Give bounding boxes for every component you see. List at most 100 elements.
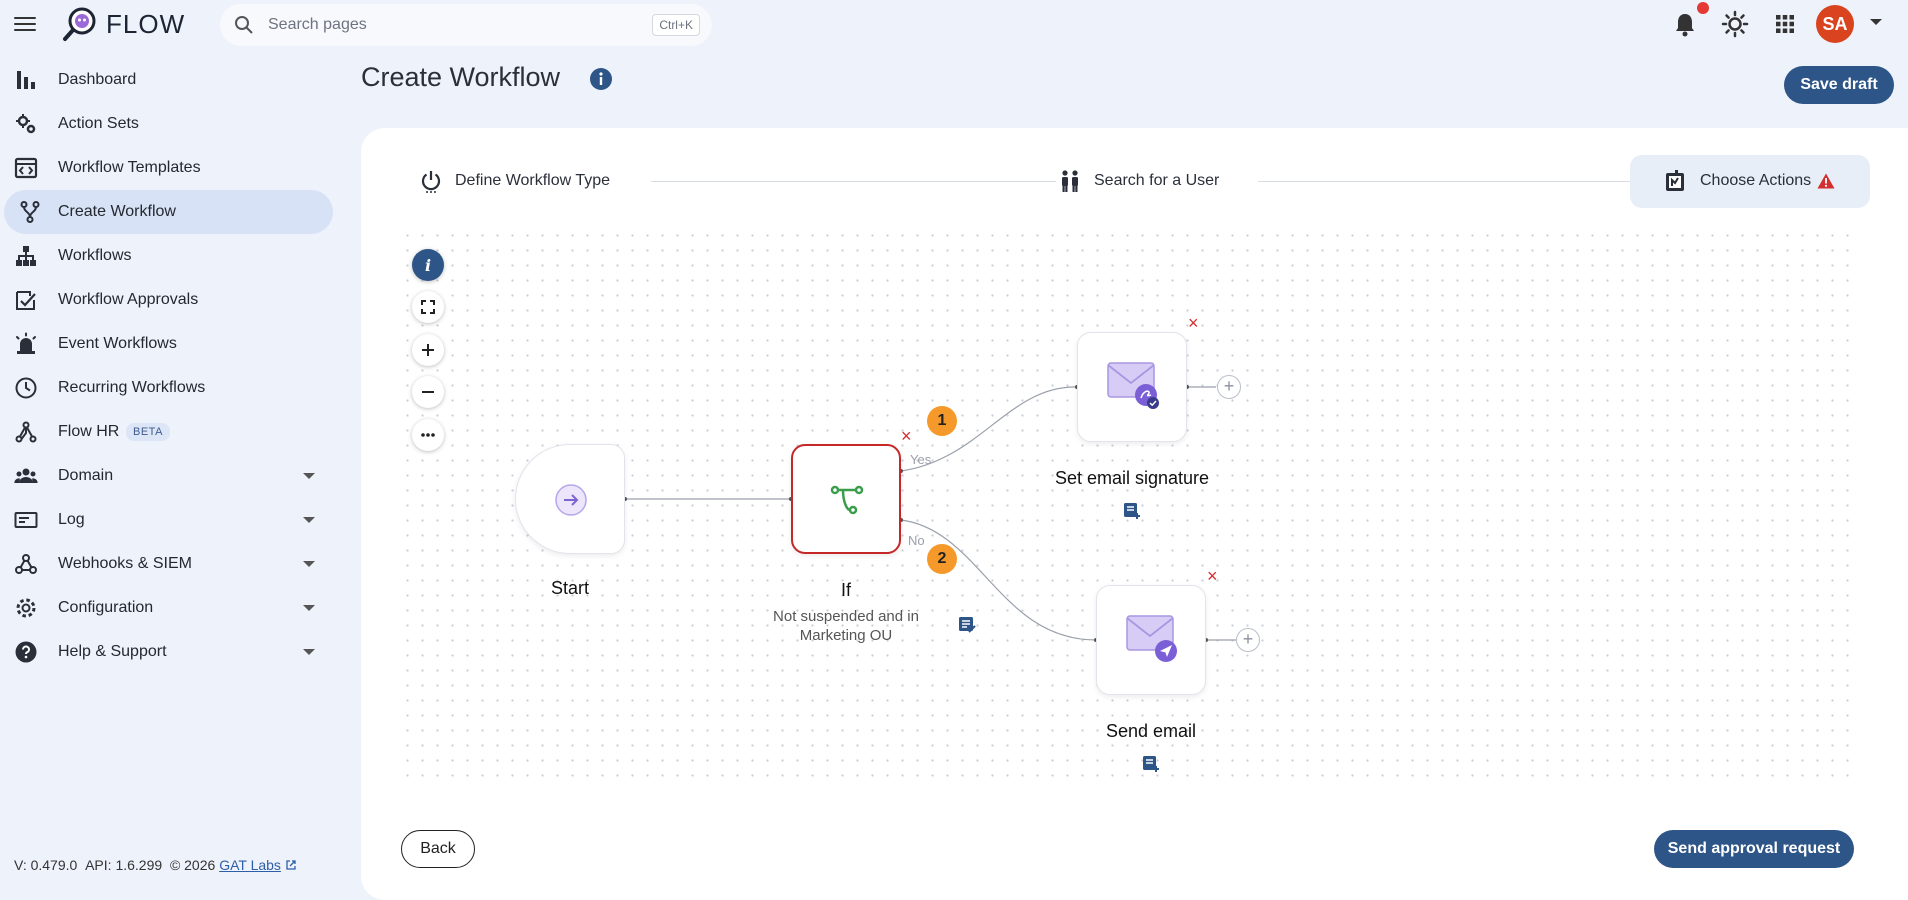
user-avatar[interactable]: SA [1816,5,1854,43]
step-choose-actions[interactable]: Choose Actions [1664,169,1835,193]
bell-icon[interactable] [1671,10,1699,38]
set-email-signature-node[interactable] [1077,332,1187,442]
sidebar-item-label: Flow HR [58,423,120,440]
chevron-down-icon[interactable] [303,517,315,523]
save-draft-button[interactable]: Save draft [1784,66,1894,104]
warning-icon [1817,173,1835,189]
sidebar-item-label: Action Sets [58,115,139,132]
beta-badge: BETA [126,423,170,441]
arrow-right-circle-icon [555,484,587,516]
alarm-icon [16,332,36,354]
send-email-label: Send email [1105,721,1197,741]
zoom-out-button[interactable] [412,376,444,408]
sidebar-item-label: Help & Support [58,643,167,660]
people-icon [14,468,38,483]
start-node[interactable] [515,444,625,554]
condition-branch-icon [830,485,864,515]
help-icon [15,641,37,663]
add-note-icon[interactable] [1142,755,1160,773]
more-horizontal-icon [421,433,435,437]
search-bar[interactable]: Search pages Ctrl+K [220,4,712,46]
sidebar-item-label: Event Workflows [58,335,177,352]
add-after-signature-button[interactable]: + [1217,375,1241,399]
sidebar-item-label: Dashboard [58,71,137,88]
sidebar-item-configuration[interactable]: Configuration [0,586,333,630]
chevron-down-icon[interactable] [303,561,315,567]
sidebar-item-label: Workflow Approvals [58,291,199,308]
external-link-icon[interactable] [285,859,297,871]
actions-icon [1666,170,1684,191]
search-icon [235,16,253,34]
sidebar-item-event-workflows[interactable]: Event Workflows [0,322,333,366]
sidebar-item-flow-hr[interactable]: Flow HR BETA [0,410,333,454]
hierarchy-icon [16,246,36,266]
step-number-badge: 2 [927,544,957,574]
edit-note-icon[interactable] [958,616,976,634]
canvas-info-button[interactable]: i [412,249,444,281]
sidebar-item-create-workflow[interactable]: Create Workflow [4,190,333,234]
template-icon [14,157,38,179]
sidebar-item-domain[interactable]: Domain [0,454,333,498]
sidebar-item-label: Workflow Templates [58,159,201,176]
sidebar-item-label: Workflows [58,247,132,264]
top-bar: FLOW Search pages Ctrl+K SA [0,0,1908,48]
apps-grid-icon[interactable] [1771,10,1799,38]
send-email-node[interactable] [1096,585,1206,695]
sidebar-item-dashboard[interactable]: Dashboard [0,58,333,102]
if-node[interactable] [791,444,901,554]
chevron-down-icon[interactable] [1870,19,1882,25]
menu-icon[interactable] [14,13,36,33]
sun-icon[interactable] [1721,10,1749,38]
sidebar-item-log[interactable]: Log [0,498,333,542]
search-input[interactable]: Search pages [268,16,367,33]
sidebar-item-webhooks-siem[interactable]: Webhooks & SIEM [0,542,333,586]
info-icon[interactable] [589,67,613,91]
sidebar-item-label: Create Workflow [58,203,176,220]
bar-chart-icon [17,71,35,89]
chevron-down-icon[interactable] [303,473,315,479]
add-after-send-email-button[interactable]: + [1236,628,1260,652]
if-node-label: If [840,580,851,600]
email-signature-icon [1107,362,1159,409]
chevron-down-icon[interactable] [303,605,315,611]
step-label: Search for a User [1094,172,1220,189]
plus-icon [422,344,434,356]
step-search-user[interactable]: Search for a User [1058,169,1219,193]
start-node-label: Start [550,578,589,598]
send-approval-request-button[interactable]: Send approval request [1654,830,1854,868]
fullscreen-icon [421,300,435,314]
step-number-badge: 1 [927,406,957,436]
clock-icon [15,377,37,399]
chevron-down-icon[interactable] [303,649,315,655]
api-version: API: 1.6.299 [85,857,163,873]
sidebar-item-workflows[interactable]: Workflows [0,234,333,278]
delete-send-email-icon[interactable]: × [1207,566,1218,586]
more-options-button[interactable] [412,419,444,451]
sidebar-item-workflow-templates[interactable]: Workflow Templates [0,146,333,190]
approval-icon [16,291,36,310]
sidebar-item-recurring-workflows[interactable]: Recurring Workflows [0,366,333,410]
sidebar-item-label: Webhooks & SIEM [58,555,192,572]
zoom-in-button[interactable] [412,334,444,366]
delete-if-node-icon[interactable]: × [901,426,912,446]
step-define-workflow-type[interactable]: Define Workflow Type [419,169,610,193]
sidebar: Dashboard Action Sets Workflow Templates… [0,58,340,674]
power-icon [421,171,441,193]
add-note-icon[interactable] [1123,502,1141,520]
send-email-icon [1126,615,1177,662]
log-icon [14,512,38,528]
gears-icon [16,114,36,134]
sidebar-item-label: Configuration [58,599,154,616]
company-link[interactable]: GAT Labs [219,857,281,873]
step-connector [651,181,1056,182]
sidebar-item-help-support[interactable]: Help & Support [0,630,333,674]
delete-set-email-signature-icon[interactable]: × [1188,313,1199,333]
gear-icon [16,598,36,618]
back-button[interactable]: Back [401,830,475,868]
sidebar-item-action-sets[interactable]: Action Sets [0,102,333,146]
users-icon [1062,170,1078,192]
fit-view-button[interactable] [412,291,444,323]
sidebar-item-workflow-approvals[interactable]: Workflow Approvals [0,278,333,322]
search-shortcut: Ctrl+K [652,14,700,36]
app-logo[interactable]: FLOW [62,6,185,42]
